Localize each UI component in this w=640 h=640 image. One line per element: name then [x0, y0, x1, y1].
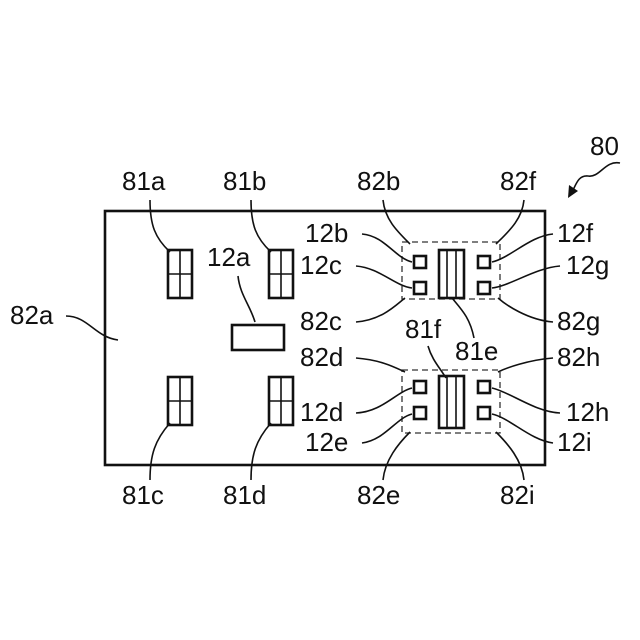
ref-80-leader	[572, 163, 620, 192]
component-12d	[414, 381, 426, 393]
label-12g: 12g	[566, 250, 609, 280]
leader-82b	[383, 200, 410, 244]
label-12a: 12a	[207, 242, 251, 272]
leader-81c	[150, 423, 170, 480]
label-12e: 12e	[305, 427, 348, 457]
label-82d: 82d	[300, 342, 343, 372]
label-12b: 12b	[305, 218, 348, 248]
component-81d	[269, 377, 293, 425]
leader-82e	[383, 432, 410, 480]
leader-82c	[356, 298, 405, 322]
label-12c: 12c	[300, 250, 342, 280]
label-12i: 12i	[557, 427, 592, 457]
leader-82i	[496, 432, 524, 480]
label-81c: 81c	[122, 480, 164, 510]
label-82e: 82e	[357, 480, 400, 510]
leader-82a	[66, 316, 118, 340]
component-81e	[439, 250, 464, 298]
component-81b	[269, 250, 293, 298]
leader-81f	[428, 346, 446, 378]
ref-80-arrowhead	[568, 185, 578, 198]
label-82b: 82b	[357, 166, 400, 196]
component-81f	[439, 376, 464, 428]
leader-12g	[492, 266, 560, 288]
component-12f	[478, 256, 490, 268]
label-12d: 12d	[300, 397, 343, 427]
component-12a	[232, 325, 284, 350]
label-81d: 81d	[223, 480, 266, 510]
leader-12d	[356, 388, 412, 413]
label-82a: 82a	[10, 300, 54, 330]
component-12e	[414, 407, 426, 419]
component-12h	[478, 381, 490, 393]
leader-81e	[452, 298, 474, 338]
label-82g: 82g	[557, 306, 600, 336]
label-81b: 81b	[223, 166, 266, 196]
label-81a: 81a	[122, 166, 166, 196]
leader-12c	[356, 266, 412, 288]
ref-80-label: 80	[590, 131, 619, 161]
leader-82f	[496, 200, 524, 244]
component-81a	[168, 250, 192, 298]
group-lower-outline	[402, 370, 500, 433]
component-12g	[478, 282, 490, 294]
component-12b	[414, 256, 426, 268]
leader-82d	[356, 358, 405, 372]
leader-81a	[150, 200, 170, 252]
label-81f: 81f	[405, 314, 442, 344]
leader-12h	[492, 388, 560, 413]
label-12f: 12f	[557, 218, 594, 248]
leader-81d	[251, 423, 271, 480]
label-12h: 12h	[566, 397, 609, 427]
leader-81b	[251, 200, 271, 252]
label-82c: 82c	[300, 306, 342, 336]
leader-12a	[238, 276, 255, 322]
component-12c	[414, 282, 426, 294]
label-82f: 82f	[500, 166, 537, 196]
label-82h: 82h	[557, 342, 600, 372]
label-81e: 81e	[455, 336, 498, 366]
component-12i	[478, 407, 490, 419]
component-81c	[168, 377, 192, 425]
label-82i: 82i	[500, 480, 535, 510]
